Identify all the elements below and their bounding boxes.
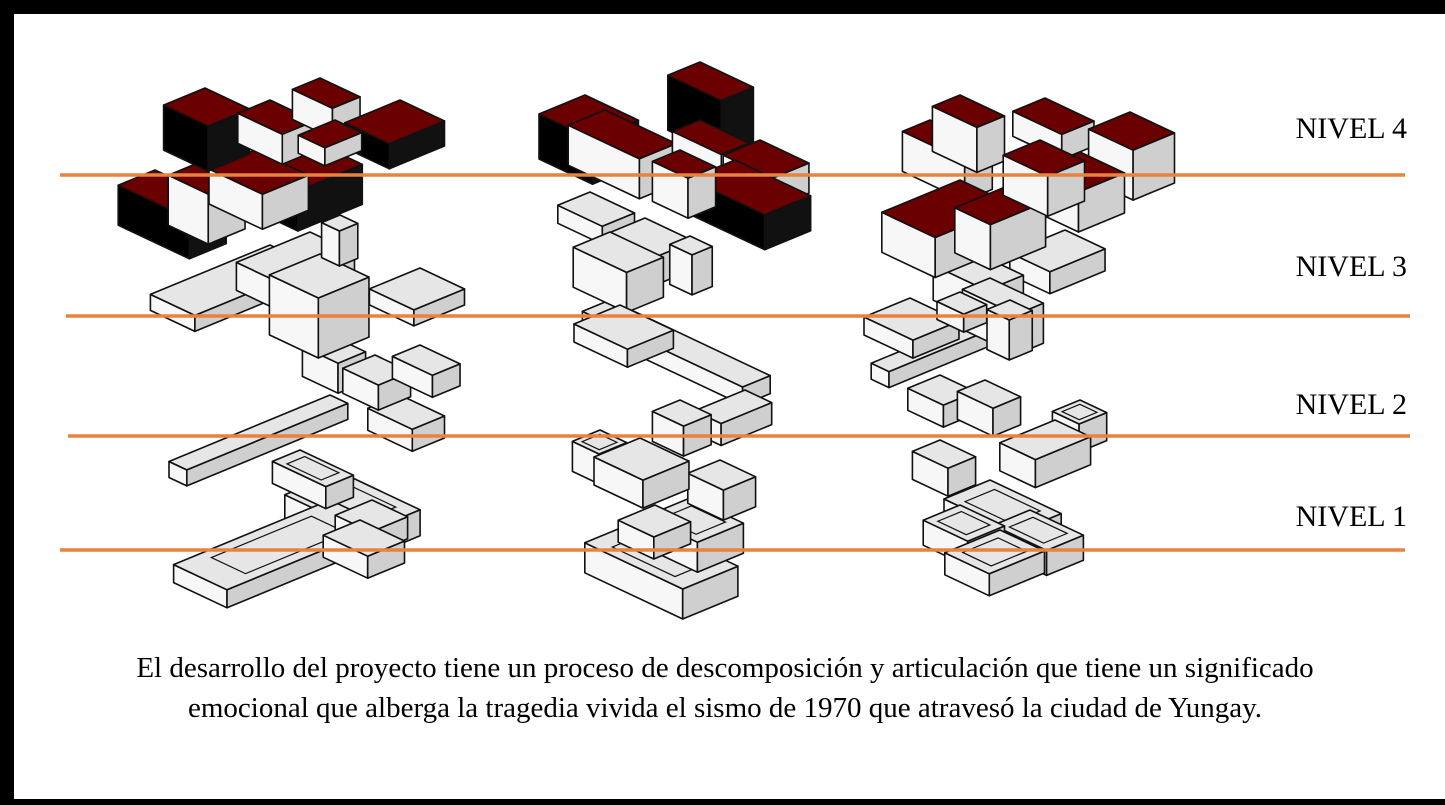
mass-block [986, 299, 1034, 361]
mass-block [686, 459, 757, 521]
level-label-3: NIVEL 3 [1295, 250, 1407, 283]
mass-block [268, 253, 370, 359]
mass-block [162, 87, 251, 172]
mass-block [168, 394, 349, 487]
mass-block [320, 214, 359, 267]
mass-block [1008, 229, 1106, 295]
mass-block [651, 399, 712, 457]
level-label-4: NIVEL 4 [1295, 112, 1407, 145]
caption-text: El desarrollo del proyecto tiene un proc… [136, 652, 1314, 724]
mass-block [956, 379, 1022, 438]
mass-block [998, 419, 1092, 489]
mass-block [572, 231, 665, 314]
mass-block [911, 439, 977, 498]
mass-block [391, 344, 461, 399]
mass-block [271, 449, 355, 510]
mass-block [943, 529, 1046, 597]
mass-block [366, 394, 446, 453]
mass-block [343, 99, 446, 170]
mass-block [668, 235, 714, 296]
mass-block [297, 119, 363, 167]
mass-block [593, 437, 690, 509]
model-center [538, 61, 812, 620]
level-label-2: NIVEL 2 [1295, 388, 1407, 421]
model-right [863, 94, 1176, 597]
model-left [117, 77, 466, 609]
mass-block [931, 94, 1006, 174]
level-label-1: NIVEL 1 [1295, 500, 1407, 533]
mass-block [617, 504, 692, 560]
